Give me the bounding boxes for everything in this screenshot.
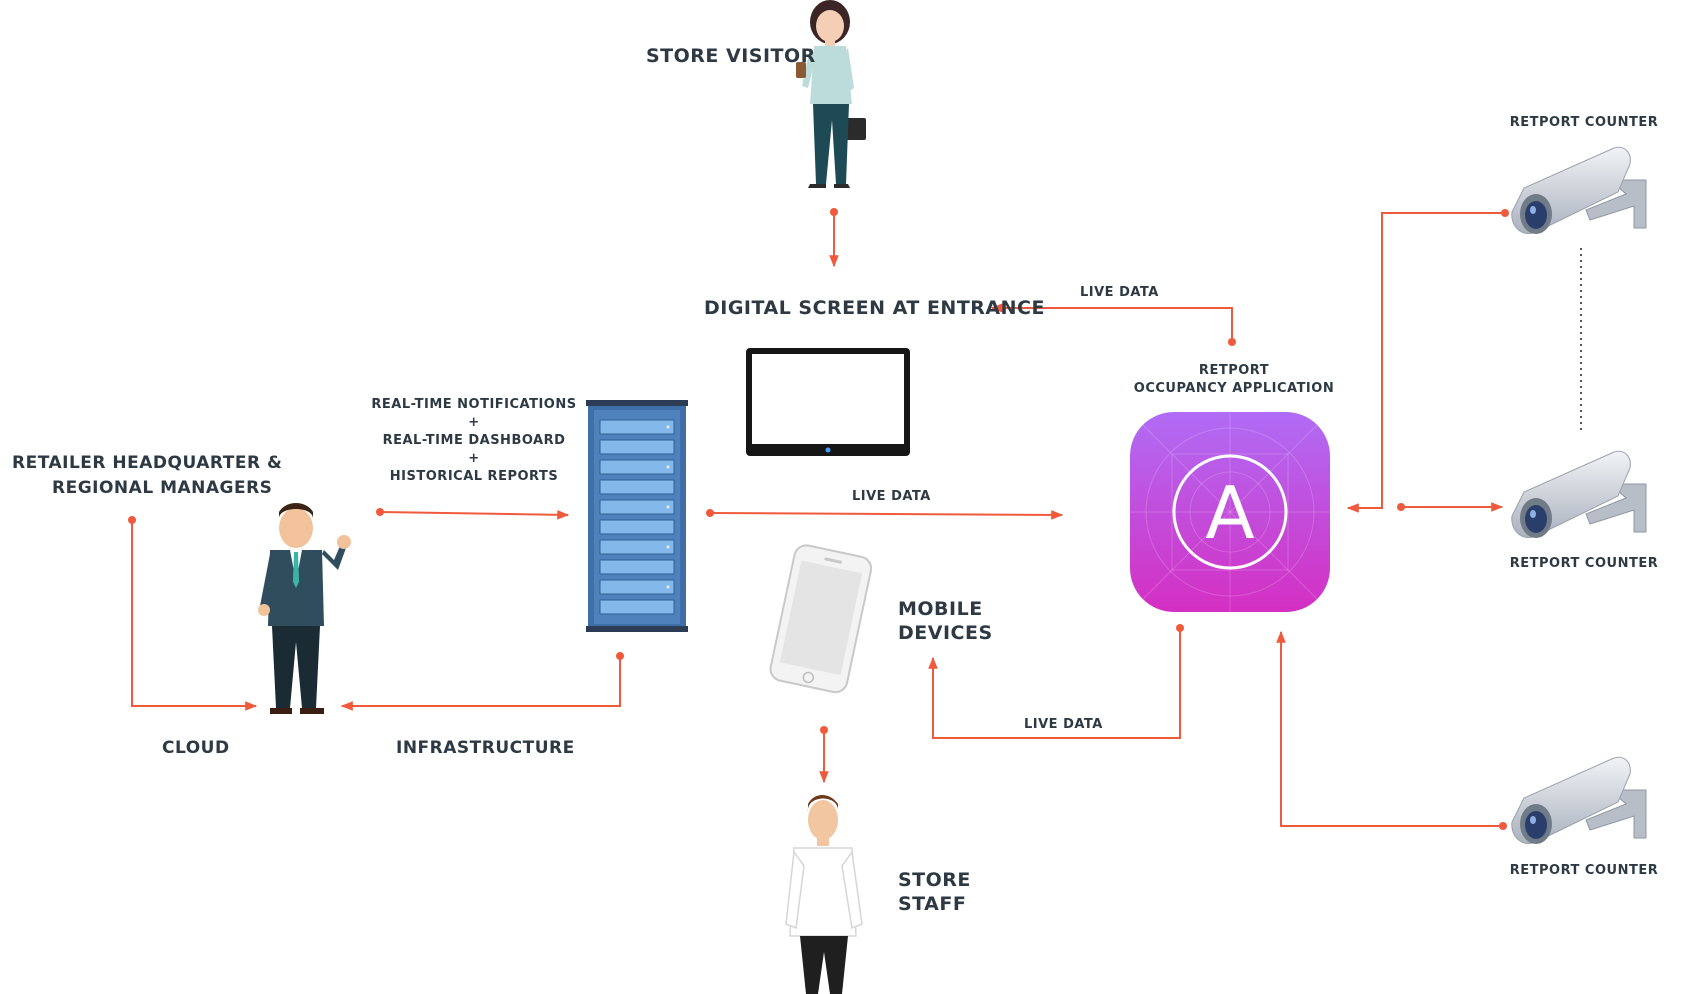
security-camera-icon xyxy=(1511,146,1647,235)
app-icon: A xyxy=(1129,411,1331,613)
store-staff-icon xyxy=(785,795,863,994)
notifications-label: Real-time Notifications xyxy=(371,397,577,412)
infrastructure-label: Infrastructure xyxy=(396,738,575,758)
hq-label-line1: Retailer Headquarter & xyxy=(12,453,283,473)
store-visitor-label: Store Visitor xyxy=(646,45,816,67)
retport-counter-label-2: RetPort Counter xyxy=(1509,556,1659,571)
retport-counter-label-3: RetPort Counter xyxy=(1509,863,1659,878)
live-data-label-top: Live Data xyxy=(1080,285,1159,300)
hq-label-line2: Regional Managers xyxy=(52,478,273,498)
retport-app-label-line1: RetPort xyxy=(1198,363,1270,378)
woman-visitor-icon xyxy=(796,0,866,188)
security-camera-icon xyxy=(1511,756,1647,845)
mobile-devices-label-line2: Devices xyxy=(898,622,993,644)
mobile-devices-label-line1: Mobile xyxy=(898,598,983,620)
server-rack-icon xyxy=(586,400,688,632)
connector-lines xyxy=(128,208,1509,830)
dashboard-label: Real-time Dashboard xyxy=(382,433,566,448)
smartphone-icon xyxy=(769,544,873,694)
live-data-label-middle: Live Data xyxy=(852,489,931,504)
businessman-icon xyxy=(258,503,351,714)
store-staff-label-line2: Staff xyxy=(898,893,967,915)
live-data-label-bottom: Live Data xyxy=(1024,717,1103,732)
store-staff-label-line1: Store xyxy=(898,869,971,891)
digital-screen-label: Digital Screen at Entrance xyxy=(704,297,1045,319)
monitor-icon xyxy=(746,348,910,456)
plus-label: + xyxy=(468,415,480,430)
plus-label: + xyxy=(468,451,480,466)
retport-counter-label-1: RetPort Counter xyxy=(1509,115,1659,130)
retport-app-label-line2: Occupancy Application xyxy=(1133,381,1335,396)
cloud-label: Cloud xyxy=(162,738,230,758)
app-letter: A xyxy=(1205,471,1254,555)
reports-label: Historical Reports xyxy=(389,469,559,484)
security-camera-icon xyxy=(1511,450,1647,539)
